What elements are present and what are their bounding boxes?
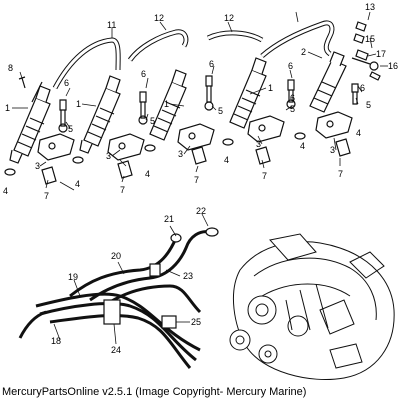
callout-6: 6 [290,93,295,103]
washer-4b [72,156,84,164]
callout-22: 22 [196,206,206,216]
callout-3: 3 [330,145,335,155]
callout-6: 6 [360,83,365,93]
washer-4a [4,168,16,176]
callout-1: 1 [164,99,169,109]
callout-21: 21 [164,214,174,224]
injector-1a [9,81,51,164]
clamp-3d [247,115,285,143]
callout-17: 17 [376,49,386,59]
injection-pump [229,233,395,381]
bolt-6c [204,75,214,111]
callout-6: 6 [209,59,214,69]
injector-1d [229,57,267,129]
callout-7: 7 [338,169,343,179]
leader-lines [12,11,388,345]
callout-3: 3 [178,149,183,159]
bolt-6b [138,91,148,125]
callout-4: 4 [356,128,361,138]
callout-7: 7 [44,191,49,201]
callout-5: 5 [366,100,371,110]
sleeve-7d [255,146,271,165]
callout-23: 23 [183,271,193,281]
callout-12: 12 [154,13,164,23]
callout-24: 24 [111,345,121,355]
clamp-3c [177,123,215,151]
callout-2: 2 [301,47,306,57]
clip-13 [353,21,367,44]
callout-6: 6 [64,78,69,88]
callout-13: 13 [365,2,375,12]
callout-5: 5 [218,106,223,116]
sleeve-7a [41,166,57,185]
fuel-pipes-assembly [18,227,219,369]
callout-4: 4 [3,186,8,196]
callout-18: 18 [51,336,61,346]
callout-labels: 1 1 1 1 2 3 3 3 3 3 4 4 4 4 4 4 5 5 5 5 … [3,2,398,355]
callout-1: 1 [76,99,81,109]
callout-11: 11 [107,20,116,30]
copyright-caption: MercuryPartsOnline v2.5.1 (Image Copyrig… [2,386,307,398]
callout-3: 3 [106,151,111,161]
callout-3: 3 [256,139,261,149]
callout-7: 7 [262,171,267,181]
seal-8 [18,76,26,89]
injector-1c [149,69,187,141]
bolt-6e [351,83,359,105]
callout-20: 20 [111,251,121,261]
callout-7: 7 [194,175,199,185]
callout-1: 1 [5,103,10,113]
callout-5: 5 [290,104,295,114]
callout-7: 7 [120,185,125,195]
callout-25: 25 [191,317,201,327]
injector-1e [309,51,347,113]
washer-4c [144,144,156,152]
clamp-3a [37,133,75,161]
callout-5: 5 [150,116,155,126]
return-hose-12a [127,29,189,62]
callout-6: 6 [141,69,146,79]
return-hose-11 [52,37,121,90]
clamp-3e [315,111,353,139]
callout-19: 19 [68,272,78,282]
callout-8: 8 [8,63,13,73]
callout-5: 5 [68,124,73,134]
callout-12: 12 [224,13,234,23]
banjo-bolt-15 [351,49,381,81]
callout-4: 4 [145,169,150,179]
callout-1: 1 [268,83,273,93]
washer-4e [294,132,306,140]
sleeve-7e [335,138,351,157]
callout-4: 4 [224,155,229,165]
callout-6: 6 [288,61,293,71]
washer-4d [222,138,234,146]
injector-1b [79,75,121,154]
clamp-3b [107,133,145,161]
callout-3: 3 [35,161,40,171]
sleeve-7b [117,160,133,179]
sleeve-7c [191,146,207,165]
callout-16: 16 [388,61,398,71]
return-hose-13 [260,20,335,58]
callout-4: 4 [75,179,80,189]
bolt-6d [286,79,296,109]
bolt-6a [58,99,68,133]
callout-4: 4 [300,141,305,151]
callout-15: 15 [365,34,375,44]
return-hose-12b [206,30,264,43]
